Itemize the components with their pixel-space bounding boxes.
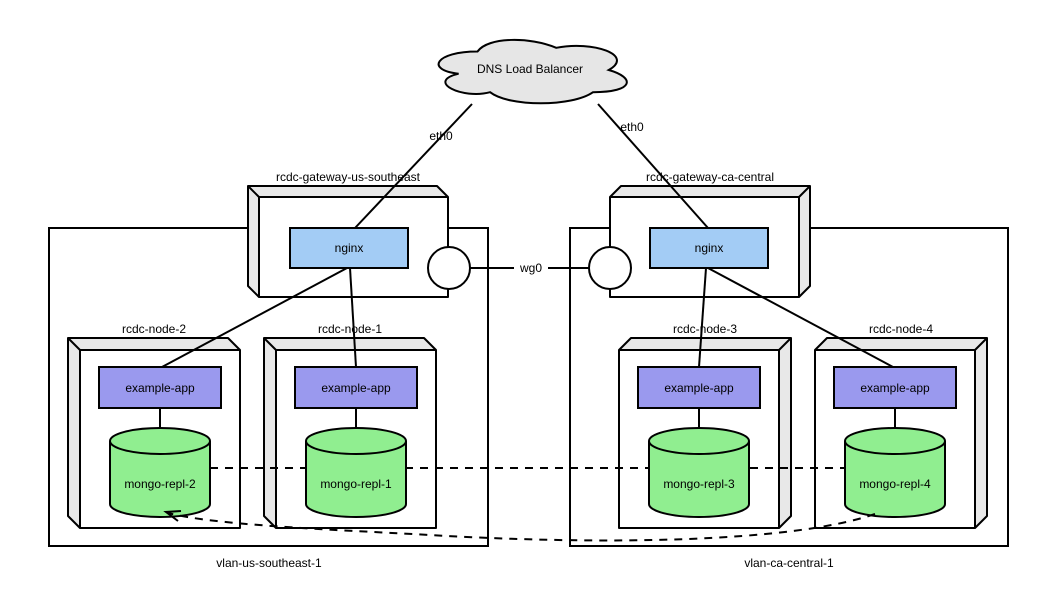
nginx-label-left: nginx: [335, 241, 364, 255]
eth0-label-right: eth0: [620, 120, 644, 134]
replication-curve-arrowhead: [163, 510, 182, 522]
db-label-mongo-repl-1: mongo-repl-1: [320, 477, 392, 491]
dns-load-balancer-cloud: DNS Load Balancer: [437, 38, 628, 105]
vlan-label-ca-central: vlan-ca-central-1: [744, 556, 834, 570]
link-nginx-to-app-node4: [707, 267, 894, 368]
db-label-mongo-repl-2: mongo-repl-2: [124, 477, 196, 491]
cloud-label: DNS Load Balancer: [477, 62, 583, 76]
db-label-mongo-repl-3: mongo-repl-3: [663, 477, 735, 491]
link-cloud-to-nginx-left: [354, 103, 473, 229]
gateway-label-us-southeast: rcdc-gateway-us-southeast: [276, 170, 421, 184]
gateway-label-ca-central: rcdc-gateway-ca-central: [646, 170, 774, 184]
link-nginx-to-app-node2: [161, 267, 348, 368]
nginx-box-right: [649, 227, 769, 269]
node-label-rcdc-node-1: rcdc-node-1: [318, 322, 382, 336]
eth0-label-left: eth0: [429, 129, 453, 143]
app-label-node4: example-app: [860, 381, 930, 395]
nginx-box-left: [289, 227, 409, 269]
app-box-node4: [833, 366, 957, 409]
app-label-node1: example-app: [321, 381, 391, 395]
app-box-node1: [294, 366, 418, 409]
db-cylinder-mongo-repl-2: [109, 427, 211, 518]
db-cylinder-mongo-repl-3: [648, 427, 750, 518]
db-cylinder-mongo-repl-1: [305, 427, 407, 518]
node-label-rcdc-node-2: rcdc-node-2: [122, 322, 186, 336]
wg0-label-bg: [514, 260, 548, 276]
app-label-node3: example-app: [664, 381, 734, 395]
wg0-interface-circle-left: [427, 246, 471, 290]
app-box-node3: [637, 366, 761, 409]
wg0-label: wg0: [519, 261, 542, 275]
replication-dashed-curve: [167, 512, 876, 542]
db-label-mongo-repl-4: mongo-repl-4: [859, 477, 931, 491]
node-label-rcdc-node-4: rcdc-node-4: [869, 322, 933, 336]
app-box-node2: [98, 366, 222, 409]
app-label-node2: example-app: [125, 381, 195, 395]
link-nginx-to-app-node3: [698, 267, 707, 368]
db-cylinder-mongo-repl-4: [844, 427, 946, 518]
node-label-rcdc-node-3: rcdc-node-3: [673, 322, 737, 336]
vlan-label-us-southeast: vlan-us-southeast-1: [216, 556, 322, 570]
nginx-label-right: nginx: [695, 241, 724, 255]
link-nginx-to-app-node1: [349, 267, 357, 368]
link-cloud-to-nginx-right: [597, 103, 709, 229]
wg0-interface-circle-right: [588, 246, 632, 290]
